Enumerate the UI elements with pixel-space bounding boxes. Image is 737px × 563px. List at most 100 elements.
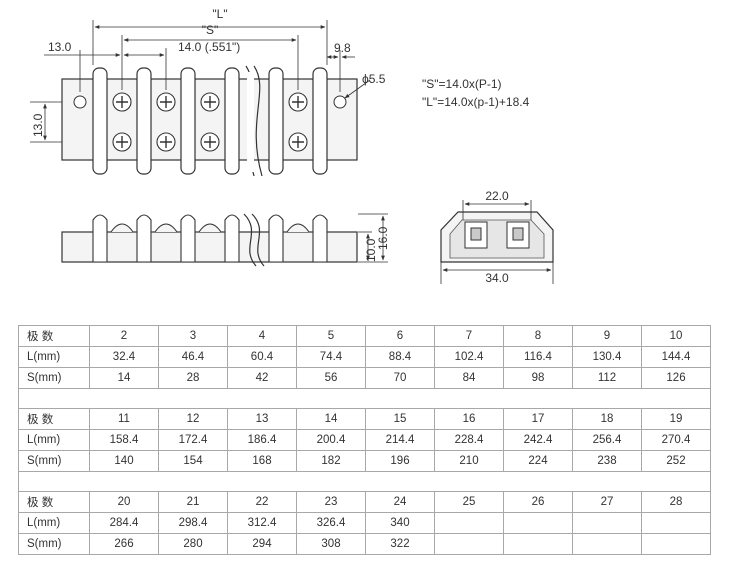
table-cell: 98 <box>503 367 573 389</box>
table-cell: 130.4 <box>572 346 642 368</box>
table-cell: 13 <box>227 408 297 430</box>
table-cell: 9 <box>572 325 642 347</box>
table-cell: 252 <box>641 450 711 472</box>
row-label: L(mm) <box>18 346 90 368</box>
table-cell: 27 <box>572 491 642 513</box>
table-cell: 14 <box>296 408 366 430</box>
table-cell: 19 <box>641 408 711 430</box>
table-cell: 46.4 <box>158 346 228 368</box>
table-cell: 266 <box>89 533 159 555</box>
table-cell: 14 <box>89 367 159 389</box>
screws <box>112 92 308 152</box>
table-cell: 126 <box>641 367 711 389</box>
table-cell: 32.4 <box>89 346 159 368</box>
table-cell: 158.4 <box>89 429 159 451</box>
table-cell: 182 <box>296 450 366 472</box>
table-cell: 70 <box>365 367 435 389</box>
table-cell: 144.4 <box>641 346 711 368</box>
table-cell: 210 <box>434 450 504 472</box>
table-spacer-cell <box>18 388 711 409</box>
end-view <box>440 211 554 263</box>
mount-hole-right <box>333 95 347 109</box>
row-label: S(mm) <box>18 367 90 389</box>
table-cell: 21 <box>158 491 228 513</box>
table-cell: 25 <box>434 491 504 513</box>
row-label: 极 数 <box>18 491 90 513</box>
table-cell: 15 <box>365 408 435 430</box>
table-cell: 238 <box>572 450 642 472</box>
table-cell <box>434 512 504 534</box>
table-cell <box>503 533 573 555</box>
table-cell: 284.4 <box>89 512 159 534</box>
table-cell: 42 <box>227 367 297 389</box>
table-cell: 4 <box>227 325 297 347</box>
table-cell: 7 <box>434 325 504 347</box>
table-cell: 5 <box>296 325 366 347</box>
dim-hole: ϕ5.5 <box>362 72 386 86</box>
table-cell: 186.4 <box>227 429 297 451</box>
table-cell: 16 <box>434 408 504 430</box>
row-label: L(mm) <box>18 512 90 534</box>
table-cell: 74.4 <box>296 346 366 368</box>
table-spacer-cell <box>18 471 711 492</box>
table-cell: 196 <box>365 450 435 472</box>
row-label: L(mm) <box>18 429 90 451</box>
table-cell: 60.4 <box>227 346 297 368</box>
table-cell: 224 <box>503 450 573 472</box>
dim-height-top: 13.0 <box>31 113 45 137</box>
table-cell: 28 <box>641 491 711 513</box>
mount-hole-left <box>73 95 87 109</box>
table-cell <box>434 533 504 555</box>
table-cell: 116.4 <box>503 346 573 368</box>
table-cell: 228.4 <box>434 429 504 451</box>
table-cell: 200.4 <box>296 429 366 451</box>
table-cell: 298.4 <box>158 512 228 534</box>
table-cell: 28 <box>158 367 228 389</box>
table-cell: 102.4 <box>434 346 504 368</box>
table-cell: 10 <box>641 325 711 347</box>
table-cell: 340 <box>365 512 435 534</box>
table-cell: 56 <box>296 367 366 389</box>
row-label: S(mm) <box>18 450 90 472</box>
dim-height-inner: 10.0 <box>364 238 378 262</box>
table-cell: 26 <box>503 491 573 513</box>
dim-left-margin: 13.0 <box>48 40 72 54</box>
table-cell <box>503 512 573 534</box>
dim-S: "S" <box>202 23 219 37</box>
dim-height-outer: 16.0 <box>376 226 390 250</box>
table-cell: 270.4 <box>641 429 711 451</box>
table-cell: 12 <box>158 408 228 430</box>
table-cell: 294 <box>227 533 297 555</box>
table-cell: 23 <box>296 491 366 513</box>
table-cell: 6 <box>365 325 435 347</box>
table-cell: 322 <box>365 533 435 555</box>
terminal-block-drawing: "L" "S" 13.0 14.0 (.551") 9.8 ϕ5.5 13.0 … <box>30 7 554 285</box>
table-cell: 3 <box>158 325 228 347</box>
formula-L: "L"=14.0x(p-1)+18.4 <box>422 95 530 109</box>
table-cell: 154 <box>158 450 228 472</box>
table-cell: 84 <box>434 367 504 389</box>
table-cell: 308 <box>296 533 366 555</box>
row-label: S(mm) <box>18 533 90 555</box>
table-cell: 172.4 <box>158 429 228 451</box>
side-view <box>61 213 358 267</box>
table-cell <box>641 512 711 534</box>
row-label: 极 数 <box>18 408 90 430</box>
table-cell: 112 <box>572 367 642 389</box>
table-spacer-row <box>18 471 711 492</box>
table-spacer-row <box>18 388 711 409</box>
table-cell: 256.4 <box>572 429 642 451</box>
table-cell: 2 <box>89 325 159 347</box>
table-cell: 214.4 <box>365 429 435 451</box>
top-view <box>61 65 358 177</box>
table-cell: 11 <box>89 408 159 430</box>
